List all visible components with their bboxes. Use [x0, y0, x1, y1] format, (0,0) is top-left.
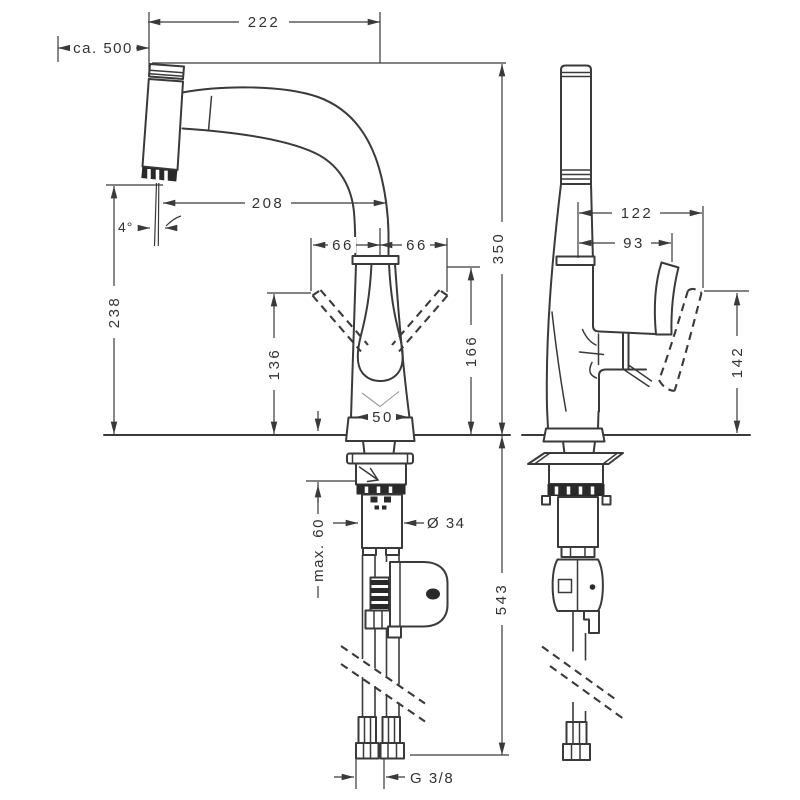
body-sides	[350, 263, 411, 419]
dim-spout-reach-label: 222	[248, 14, 281, 31]
hose-end-nut-right	[379, 742, 405, 760]
neck-front	[362, 440, 396, 455]
mounting-body-front	[355, 462, 407, 486]
spout-joint-ring	[351, 255, 400, 265]
water-stream	[153, 182, 160, 247]
dim-base-width-label: 50	[372, 409, 394, 426]
dim-thread-label: G 3/8	[410, 770, 454, 787]
dim-total-height-label: 350	[490, 232, 507, 265]
threaded-shank-front	[361, 493, 403, 549]
cradle-far-rim	[592, 325, 656, 335]
spout-inner-edge	[181, 127, 357, 257]
spout-outer-edge	[181, 86, 390, 257]
faucet-body-side	[542, 183, 680, 443]
spray-head	[141, 63, 185, 247]
front-view	[103, 63, 511, 760]
dim-below-counter-label: 543	[493, 583, 510, 616]
dim-swing-left-label: 66	[332, 237, 354, 254]
lever-slot	[622, 333, 630, 370]
dim-outlet-height-label: 238	[106, 296, 123, 329]
spout	[181, 86, 400, 265]
dim-counter-max-label: max. 60	[310, 518, 327, 582]
cylinder-outline	[560, 64, 592, 185]
joint-ring-side	[555, 255, 596, 266]
neck-side	[562, 440, 596, 455]
dim-handle-open-label: 122	[621, 205, 654, 222]
hose-end-nut-left	[355, 742, 380, 760]
break-lines-front	[340, 645, 426, 723]
dim-angle-label: 4°	[118, 219, 133, 235]
hose-side	[572, 611, 587, 722]
mounting-body-side	[548, 463, 604, 485]
below-counter-assembly-side	[527, 440, 628, 761]
side-view	[521, 64, 751, 761]
spray-handle-cylinder	[560, 64, 592, 185]
body-seams	[578, 328, 605, 379]
lever-handle-solid	[653, 261, 680, 336]
lever-open-dashed-side	[658, 287, 703, 393]
lever-swing-dashed-front	[311, 289, 449, 353]
dim-body-top-height-label: 166	[463, 335, 480, 368]
dim-lever-height-label: 136	[266, 348, 283, 381]
dim-pullout-label: ca. 500	[73, 40, 133, 57]
base-side	[542, 427, 606, 443]
dim-swing-right-label: 66	[406, 237, 428, 254]
body-left-edge	[545, 183, 562, 430]
spray-head-body	[141, 78, 184, 171]
dimensions: 222 ca. 500 208 4° 238 66 66	[57, 12, 749, 789]
dim-handle-height-label: 142	[729, 346, 746, 379]
gasket-side	[547, 484, 605, 496]
hose-end-nut-side	[562, 743, 591, 761]
break-lines-side	[541, 645, 628, 722]
check-valve-box	[389, 561, 449, 628]
dim-handle-closed-label: 93	[623, 235, 645, 252]
below-counter-assembly-front	[340, 440, 449, 760]
dim-outlet-reach-label: 208	[252, 195, 285, 212]
cradle-near-rim	[598, 368, 647, 413]
dim-shank-diameter-label: Ø 34	[427, 515, 466, 532]
threaded-shank-side	[557, 496, 599, 548]
gasket-front	[356, 484, 406, 495]
flange-front	[346, 452, 414, 465]
